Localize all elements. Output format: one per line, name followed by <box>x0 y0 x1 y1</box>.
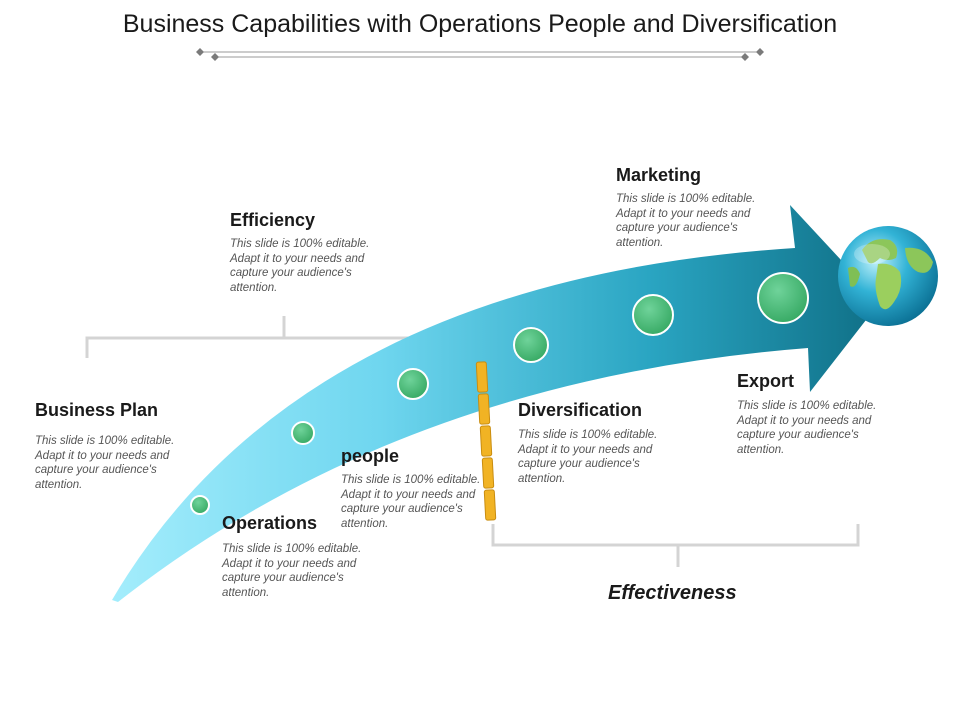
growth-arrow <box>112 205 880 602</box>
title-rule <box>196 48 764 61</box>
people-heading: people <box>341 446 400 466</box>
business-plan-text: This slide is 100% editable. Adapt it to… <box>35 435 175 491</box>
operations-heading: Operations <box>222 513 318 533</box>
operations-text: This slide is 100% editable. Adapt it to… <box>222 543 362 599</box>
efficiency-text: This slide is 100% editable. Adapt it to… <box>230 238 370 294</box>
milestone-dot <box>291 421 315 445</box>
milestone-dots <box>190 272 809 515</box>
marketing-text: This slide is 100% editable. Adapt it to… <box>616 193 756 249</box>
efficiency-heading: Efficiency <box>230 210 316 230</box>
diversification-heading: Diversification <box>518 400 643 420</box>
milestone-dot <box>632 294 674 336</box>
business-plan-heading: Business Plan <box>35 400 159 420</box>
milestone-dot <box>513 327 549 363</box>
export-heading: Export <box>737 371 795 391</box>
export-text: This slide is 100% editable. Adapt it to… <box>737 400 877 456</box>
milestone-dot <box>397 368 429 400</box>
lower-bracket <box>491 524 860 567</box>
phase-divider <box>475 361 497 521</box>
slide-title: Business Capabilities with Operations Pe… <box>122 10 838 38</box>
milestone-dot <box>190 495 210 515</box>
diversification-text: This slide is 100% editable. Adapt it to… <box>518 429 658 485</box>
milestone-dot <box>757 272 809 324</box>
people-text: This slide is 100% editable. Adapt it to… <box>341 474 481 530</box>
marketing-heading: Marketing <box>616 165 702 185</box>
effectiveness-label: Effectiveness <box>608 582 737 604</box>
globe-icon <box>838 226 938 326</box>
